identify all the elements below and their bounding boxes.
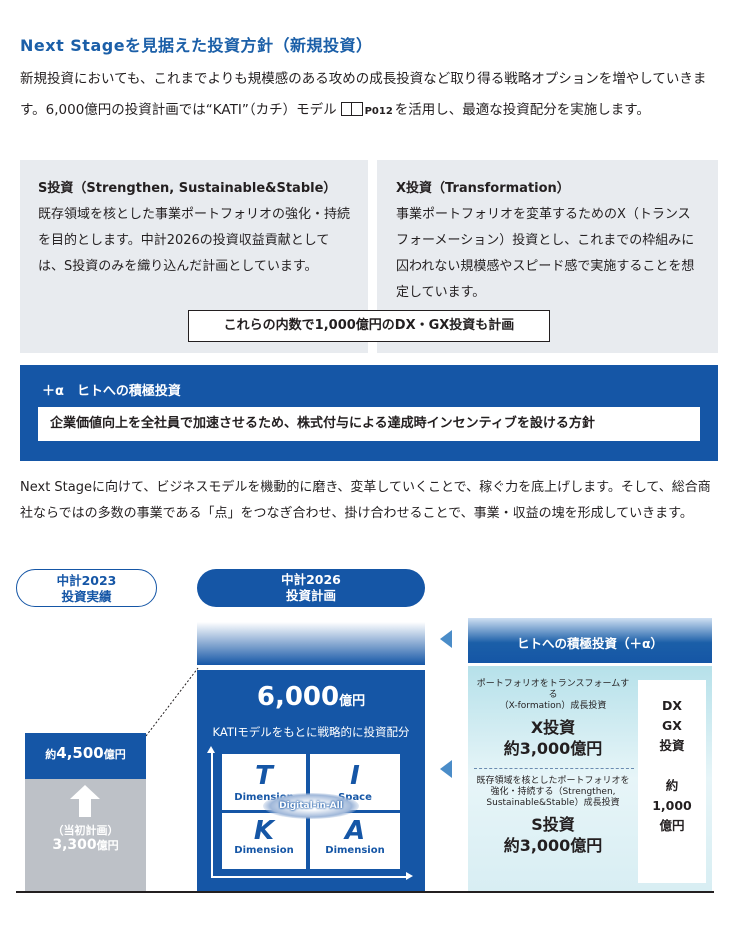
x-investment-title: X投資: [530, 718, 576, 737]
dashed-divider: [474, 768, 634, 769]
page-reference-link[interactable]: P012: [364, 106, 393, 117]
x-investment-block: ポートフォリオをトランスフォームする （X-formation）成長投資 X投資…: [474, 679, 632, 760]
plus-alpha-band: ＋α ヒトへの積極投資 企業価値向上を全社員で加速させるため、株式付与による達成…: [20, 365, 718, 461]
s-investment-heading: S投資（Strengthen, Sustainable&Stable）: [38, 181, 337, 196]
digital-in-all-badge: Digital-in-All: [263, 793, 359, 819]
chart-baseline: [16, 891, 714, 893]
connector-dotted-line: [146, 667, 199, 737]
actual-4500-bar: 約4,500億円: [25, 733, 146, 779]
plan-subtitle: KATIモデルをもとに戦略的に投資配分: [212, 725, 410, 739]
x-investment-body: 事業ポートフォリオを変革するためのX（トランスフォーメーション）投資とし、これま…: [396, 207, 695, 300]
plus-alpha-body: 企業価値向上を全社員で加速させるため、株式付与による達成時インセンティブを設ける…: [38, 407, 700, 441]
s-investment-body: 既存領域を核とした事業ポートフォリオの強化・持続を目的とします。中計2026の投…: [38, 207, 351, 274]
plan-6000-box: 6,000億円 KATIモデルをもとに戦略的に投資配分 T Dimension …: [197, 670, 425, 892]
x-investment-card: X投資（Transformation） 事業ポートフォリオを変革するためのX（ト…: [377, 160, 718, 353]
plus-alpha-gradient-bar: [197, 622, 425, 665]
actual-value: 4,500: [56, 744, 104, 762]
pill-mtp2023: 中計2023 投資実績: [16, 569, 157, 607]
x-axis-arrow: [211, 873, 413, 879]
left-pointer-icon: [440, 630, 452, 648]
initial-plan-value: 3,300: [52, 837, 97, 853]
plan-unit: 億円: [339, 694, 366, 709]
book-icon: [340, 102, 363, 116]
next-stage-paragraph: Next Stageに向けて、ビジネスモデルを機動的に磨き、変革していくことで、…: [20, 480, 711, 521]
pill-mtp2026: 中計2026 投資計画: [197, 569, 425, 607]
x-investment-value: 約3,000億円: [503, 739, 603, 758]
intro-paragraph: 新規投資においても、これまでよりも規模感のある攻めの成長投資など取り得る戦略オプ…: [20, 71, 707, 118]
x-investment-heading: X投資（Transformation）: [396, 181, 570, 196]
investment-breakdown-panel: ポートフォリオをトランスフォームする （X-formation）成長投資 X投資…: [468, 666, 712, 891]
s-investment-value: 約3,000億円: [503, 836, 603, 855]
dxgx-side-box: DX GX 投資 約 1,000 億円: [638, 680, 706, 883]
initial-plan-bar: （当初計画） 3,300億円: [25, 779, 146, 892]
s-investment-block: 既存領域を核としたポートフォリオを 強化・持続する（Strengthen, Su…: [474, 776, 632, 857]
s-investment-title: S投資: [531, 815, 575, 834]
kati-quadrant-a: A Dimension: [310, 813, 400, 869]
left-pointer-icon: [440, 760, 452, 778]
plus-alpha-header: ヒトへの積極投資（＋α）: [468, 618, 712, 663]
up-arrow-icon: [70, 785, 100, 817]
initial-plan-note: （当初計画）: [52, 824, 119, 837]
plan-value: 6,000: [256, 682, 340, 712]
plus-alpha-label: ＋α ヒトへの積極投資: [42, 384, 181, 399]
page-title: Next Stageを見据えた投資方針（新規投資）: [20, 36, 373, 55]
y-axis-arrow: [208, 746, 214, 877]
dxgx-note-box: これらの内数で1,000億円のDX・GX投資も計画: [188, 310, 550, 342]
kati-quadrant-k: K Dimension: [222, 813, 306, 869]
